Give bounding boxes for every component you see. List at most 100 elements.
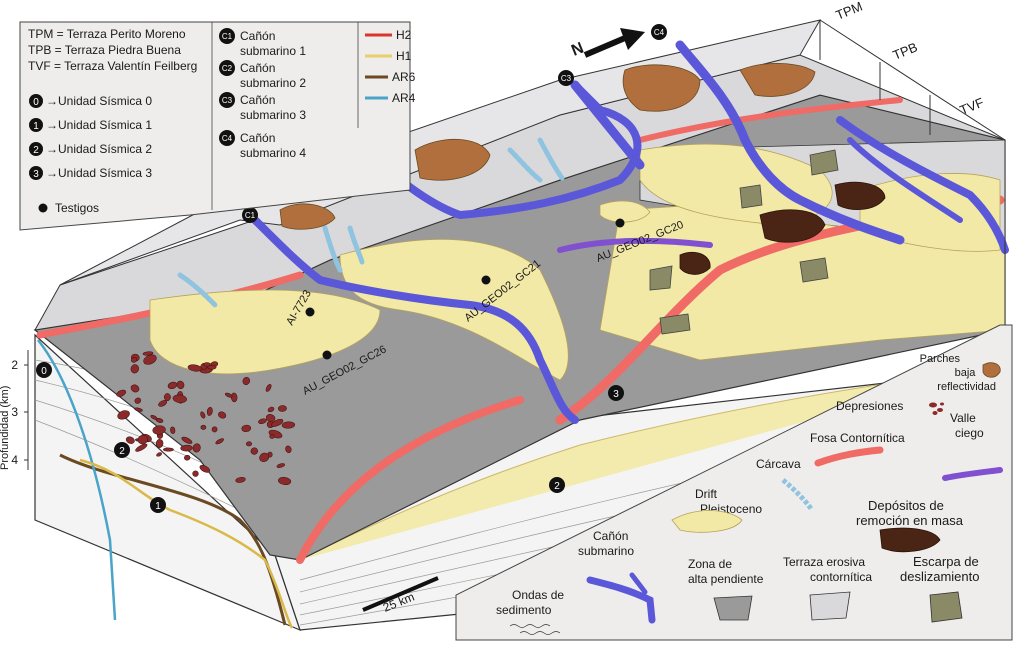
depression-blob [265, 384, 272, 392]
terrace-label-tvf: TVF [958, 95, 986, 118]
legend-unit-text-0: →Unidad Sísmica 0 [46, 94, 152, 108]
legend-depositos-2: remoción en masa [856, 513, 964, 528]
depression-blob [200, 424, 207, 430]
unit-marker-3: 3 [613, 389, 619, 400]
depression-blob [235, 477, 246, 483]
legend-terraza-1: Terraza erosiva [783, 555, 865, 569]
depression-blob [192, 443, 201, 453]
depression-blob [224, 392, 233, 398]
legend-unit-num-1: 1 [33, 121, 39, 132]
legend-abbrev-tpb: TPB = Terraza Piedra Buena [28, 43, 181, 57]
legend-swatch-escarpa [929, 591, 963, 623]
depression-blob [241, 424, 252, 432]
unit-marker-0: 0 [41, 366, 47, 377]
legend-horizon-ar6: AR6 [392, 70, 416, 84]
depression-blob [281, 421, 296, 429]
depression-blob [150, 414, 158, 420]
depression-blob [130, 364, 139, 374]
unit-marker-1: 1 [155, 501, 161, 512]
legend-canon-1: Cañón [593, 529, 628, 543]
legend-escarpa-2: deslizamiento [900, 569, 980, 584]
legend-canyon-l2-2: submarino 2 [240, 76, 306, 90]
depression-blob [158, 400, 167, 407]
depression-blob [246, 441, 252, 447]
legend-canyon-code-4: C4 [222, 134, 233, 143]
depression-blob [176, 380, 185, 389]
depression-blob [206, 406, 213, 416]
legend-depresiones: Depresiones [836, 399, 903, 413]
legend-fosa: Fosa Contornítica [810, 431, 905, 445]
depression-blob [215, 438, 224, 445]
depression-blob [184, 454, 191, 461]
depression-blob [131, 357, 138, 363]
depression-blob [267, 406, 275, 413]
legend-canon-2: submarino [578, 544, 634, 558]
canyon-marker-c1: C1 [245, 211, 256, 220]
legend-bottomright: Parches baja reflectividad Depresiones F… [455, 324, 1013, 641]
legend-canyon-l1-2: Cañón [240, 61, 275, 75]
depression-blob [125, 436, 135, 444]
depression-blob [130, 384, 140, 393]
depression-blob [156, 452, 162, 457]
legend-ondas-2: sedimento [496, 603, 552, 617]
slide-scarps [649, 149, 839, 335]
gullies [177, 137, 565, 308]
legend-abbrev-tvf: TVF = Terraza Valentín Feilberg [28, 59, 197, 73]
legend-topleft: TPM = Terraza Perito Moreno TPB = Terraz… [19, 21, 416, 231]
depression-blob [271, 418, 284, 427]
legend-zona-2: alta pendiente [688, 572, 764, 586]
legend-drift-1: Drift [695, 487, 718, 501]
depression-blob [143, 354, 157, 365]
terrace-label-tpm: TPM [834, 0, 865, 23]
depth-tick-4: 4 [11, 453, 18, 467]
depression-blob [134, 407, 143, 412]
legend-unit-text-2: →Unidad Sísmica 2 [46, 142, 152, 156]
legend-canyon-l1-1: Cañón [240, 29, 275, 43]
legend-swatch-parches [982, 362, 1001, 378]
legend-parches-3: reflectividad [937, 381, 996, 393]
depth-tick-2: 2 [11, 358, 18, 372]
depression-blob [231, 392, 238, 403]
low-reflectivity-patches [279, 63, 816, 230]
legend-canyon-code-3: C3 [222, 96, 233, 105]
depression-blob [135, 443, 148, 452]
depression-blob [250, 447, 258, 455]
legend-swatch-terraza [809, 591, 851, 621]
depression-blob [269, 434, 275, 439]
depth-axis: 2 3 4 Profundidad (km) [0, 350, 29, 470]
legend-canyon-l1-4: Cañón [240, 131, 275, 145]
depression-blob [155, 439, 164, 448]
blind-valley [557, 237, 713, 253]
legend-swatch-fosa [814, 446, 884, 467]
depression-blob [192, 470, 199, 477]
depression-blob [285, 445, 292, 453]
depression-blob [200, 411, 206, 419]
legend-valle-1: Valle [950, 411, 976, 425]
legend-canyon-l1-3: Cañón [240, 93, 275, 107]
depression-blob [218, 411, 227, 419]
north-canyon-marker: C4 [654, 28, 665, 37]
depression-blob [142, 351, 154, 356]
legend-unit-text-1: →Unidad Sísmica 1 [46, 118, 152, 132]
depression-blob [277, 405, 287, 412]
seismic-unit-markers: 0 1 2 3 2 [36, 362, 624, 513]
depression-blob [259, 452, 270, 463]
legend-swatch-zona [713, 595, 753, 621]
depression-blob [181, 436, 193, 444]
depression-blob [163, 393, 171, 402]
depression-blob [187, 364, 202, 372]
depth-tick-3: 3 [11, 405, 18, 419]
legend-swatch-ondas [509, 624, 561, 635]
legend-parches-2: baja [955, 367, 977, 379]
depression-blob [258, 418, 267, 424]
depression-blob [172, 394, 187, 404]
drift-zones [149, 143, 1001, 381]
north-arrow: N C4 [569, 24, 667, 60]
legend-unit-num-3: 3 [33, 169, 39, 180]
submarine-canyons [251, 40, 1009, 424]
legend-abbrev-tpm: TPM = Terraza Perito Moreno [28, 27, 186, 41]
depression-blob [137, 434, 148, 445]
legend-zona-1: Zona de [688, 557, 732, 571]
depression-blob [117, 410, 130, 420]
